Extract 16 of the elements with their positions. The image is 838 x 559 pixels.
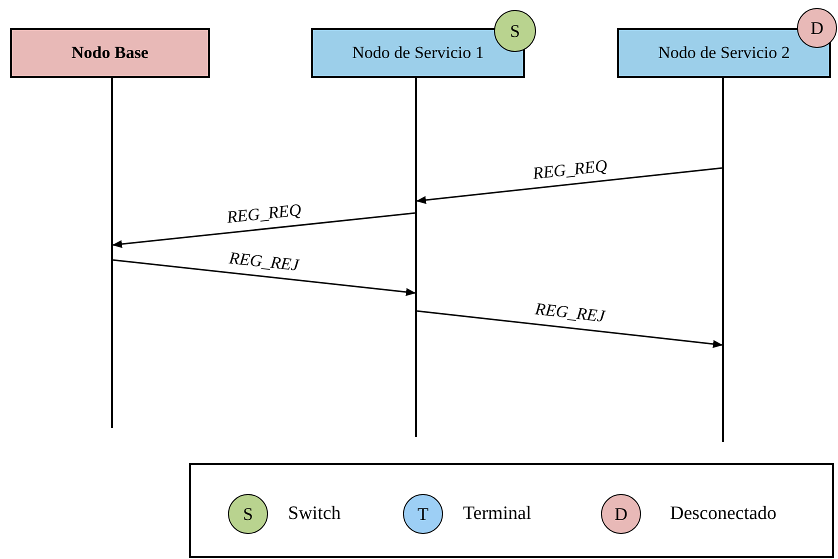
legend-swatch: T: [403, 494, 443, 534]
legend-label: Desconectado: [670, 504, 777, 523]
message-arrow: [416, 310, 723, 348]
legend-swatch: D: [601, 494, 641, 534]
status-badge: D: [797, 8, 837, 48]
legend-swatch: S: [228, 494, 268, 534]
node-box: Nodo Base: [10, 28, 210, 78]
message-arrow: [112, 212, 416, 248]
lifeline: [111, 78, 113, 428]
message-arrow: [112, 259, 416, 296]
status-badge: S: [494, 10, 536, 52]
lifeline: [722, 78, 724, 442]
message-arrow: [416, 167, 722, 204]
legend-label: Terminal: [463, 504, 532, 523]
lifeline: [415, 78, 417, 437]
legend-label: Switch: [288, 504, 341, 523]
